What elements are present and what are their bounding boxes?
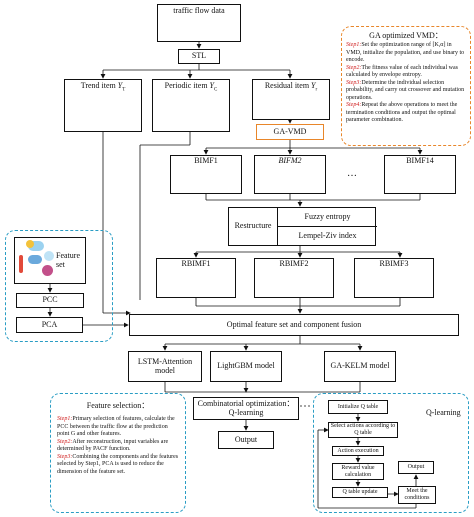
stl-label: STL: [191, 51, 207, 61]
rbimf1-label: RBIMF1: [181, 259, 211, 268]
restructure-label: Restructure: [234, 221, 272, 231]
ga-step-4: Step4:Repeat the above operations to mee…: [346, 102, 458, 123]
stl-box: STL: [178, 49, 220, 64]
bimf1-label: BIMF1: [194, 156, 218, 165]
action-execution-box: Action execution: [332, 446, 384, 456]
q-output-label: Output: [407, 464, 425, 471]
restructure-criteria: Fuzzy entropy Lempel-Ziv index: [277, 208, 377, 245]
ga-step-3: Step3:Determine the individual selection…: [346, 79, 465, 101]
lstm-attention-box: LSTM-Attention model: [128, 351, 202, 382]
q-table-update-box: Q table update: [332, 487, 388, 498]
restructure-box: Restructure Fuzzy entropy Lempel-Ziv ind…: [228, 207, 377, 246]
rain-cloud-icon: [28, 255, 42, 264]
lightgbm-box: LightGBM model: [210, 351, 282, 382]
fs-step-3: Step3:Combining the components and the f…: [57, 453, 179, 475]
bimf2-label: BIFM2: [278, 156, 302, 165]
bimf14-label: BIMF14: [406, 156, 434, 165]
ga-optimized-vmd-panel: GA optimized VMD： Step1:Set the optimiza…: [341, 26, 471, 146]
residual-symbol: Y: [311, 81, 316, 90]
snowflake-icon: [44, 251, 54, 261]
pca-box: PCA: [16, 317, 83, 333]
trend-subscript: T: [122, 87, 126, 93]
q-learning-panel: [313, 393, 469, 513]
combinatorial-optimization-label: Combinatorial optimization：Q-learning: [197, 398, 295, 417]
meet-conditions-box: Meet the conditions: [398, 486, 436, 504]
bimf1-box: BIMF1: [170, 155, 242, 194]
lstm-attention-label: LSTM-Attention model: [137, 356, 193, 375]
ga-kelm-label: GA-KELM model: [330, 361, 390, 371]
ga-vmd-box: GA-VMD: [256, 124, 324, 140]
meet-conditions-label: Meet the conditions: [404, 488, 430, 501]
lempel-ziv-label: Lempel-Ziv index: [298, 230, 357, 240]
pca-label: PCA: [41, 319, 58, 329]
thermometer-icon: [19, 255, 23, 273]
q-table-update-label: Q table update: [342, 489, 378, 496]
ga-step-1: Step1:Set the optimization range of [K,α…: [346, 42, 465, 63]
reward-value-label: Reward value calculation: [341, 464, 375, 478]
initialize-q-table-box: Initialize Q table: [328, 400, 388, 414]
fuzzy-entropy-label: Fuzzy entropy: [304, 211, 351, 221]
action-execution-label: Action execution: [337, 447, 379, 454]
rbimf2-box: RBIMF2: [254, 258, 334, 298]
trend-item-label: Trend item: [80, 81, 116, 90]
bimf-ellipsis: …: [347, 168, 357, 179]
select-actions-label: Select actions according to Q table: [330, 423, 396, 436]
weather-icons: [18, 240, 58, 279]
residual-item-box: Residual item Yr: [252, 79, 330, 120]
periodic-symbol: Y: [209, 81, 214, 90]
fusion-box: Optimal feature set and component fusion: [129, 314, 459, 336]
residual-subscript: r: [315, 87, 318, 93]
fusion-label: Optimal feature set and component fusion: [226, 319, 362, 329]
feature-selection-panel: [50, 393, 186, 513]
sun-icon: [26, 240, 34, 248]
q-learning-title: Q-learning: [426, 408, 461, 417]
ga-kelm-box: GA-KELM model: [324, 351, 396, 382]
select-actions-box: Select actions according to Q table: [328, 422, 398, 438]
trend-item-box: Trend item YT: [64, 79, 142, 132]
lempel-ziv-cell: Lempel-Ziv index: [278, 227, 377, 245]
fuzzy-entropy-cell: Fuzzy entropy: [278, 208, 377, 227]
combinatorial-optimization-box: Combinatorial optimization：Q-learning: [193, 397, 299, 420]
periodic-item-box: Periodic item YC: [152, 79, 230, 132]
ga-panel-title: GA optimized VMD：: [369, 31, 443, 40]
feature-selection-title: Feature selection：: [86, 401, 150, 410]
ga-panel-steps: Step1:Set the optimization range of [K,α…: [346, 42, 467, 125]
bimf14-box: BIMF14: [384, 155, 456, 194]
ga-vmd-label: GA-VMD: [273, 126, 307, 136]
ga-step-2: Step2:The fitness value of each individu…: [346, 64, 458, 79]
humidity-icon: [42, 265, 53, 276]
rbimf3-label: RBIMF3: [379, 259, 409, 268]
fs-step-2: Step2:After reconstruction, input variab…: [57, 438, 169, 453]
output-label: Output: [234, 434, 258, 444]
bimf2-box: BIFM2: [254, 155, 326, 194]
traffic-flow-data-box: traffic flow data: [157, 4, 241, 42]
feature-selection-steps: Step1:Primary selection of features, cal…: [57, 416, 181, 476]
fs-step-1: Step1:Primary selection of features, cal…: [57, 416, 175, 437]
rbimf2-label: RBIMF2: [279, 259, 309, 268]
initialize-q-table-label: Initialize Q table: [337, 403, 379, 410]
periodic-item-label: Periodic item: [164, 81, 208, 90]
reward-value-box: Reward value calculation: [332, 463, 384, 480]
periodic-subscript: C: [214, 87, 218, 93]
traffic-flow-data-label: traffic flow data: [173, 6, 225, 15]
sun-cloud-icon: [28, 241, 44, 251]
output-box: Output: [218, 431, 274, 449]
rbimf3-box: RBIMF3: [354, 258, 434, 298]
trend-symbol: Y: [117, 81, 123, 90]
feature-panel: [5, 230, 113, 342]
lightgbm-label: LightGBM model: [217, 361, 275, 371]
feature-set-label: Feature set: [56, 250, 80, 269]
residual-item-label: Residual item: [264, 81, 310, 90]
q-output-box: Output: [398, 461, 434, 474]
rbimf1-box: RBIMF1: [156, 258, 236, 298]
pcc-label: PCC: [42, 295, 58, 305]
pcc-box: PCC: [16, 293, 84, 308]
